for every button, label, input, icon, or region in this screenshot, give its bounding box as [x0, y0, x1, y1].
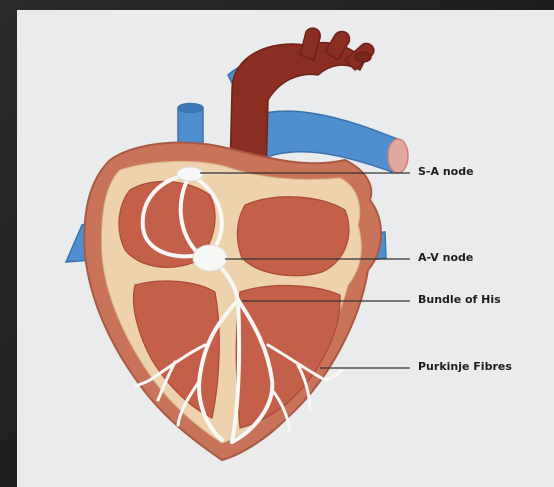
av-node-marker: [193, 245, 227, 271]
sa-node-marker: [177, 167, 203, 181]
label-purkinje-fibres: Purkinje Fibres: [418, 360, 512, 373]
label-av-node: A-V node: [418, 251, 473, 264]
label-bundle-of-his: Bundle of His: [418, 293, 501, 306]
label-sa-node: S-A node: [418, 165, 474, 178]
